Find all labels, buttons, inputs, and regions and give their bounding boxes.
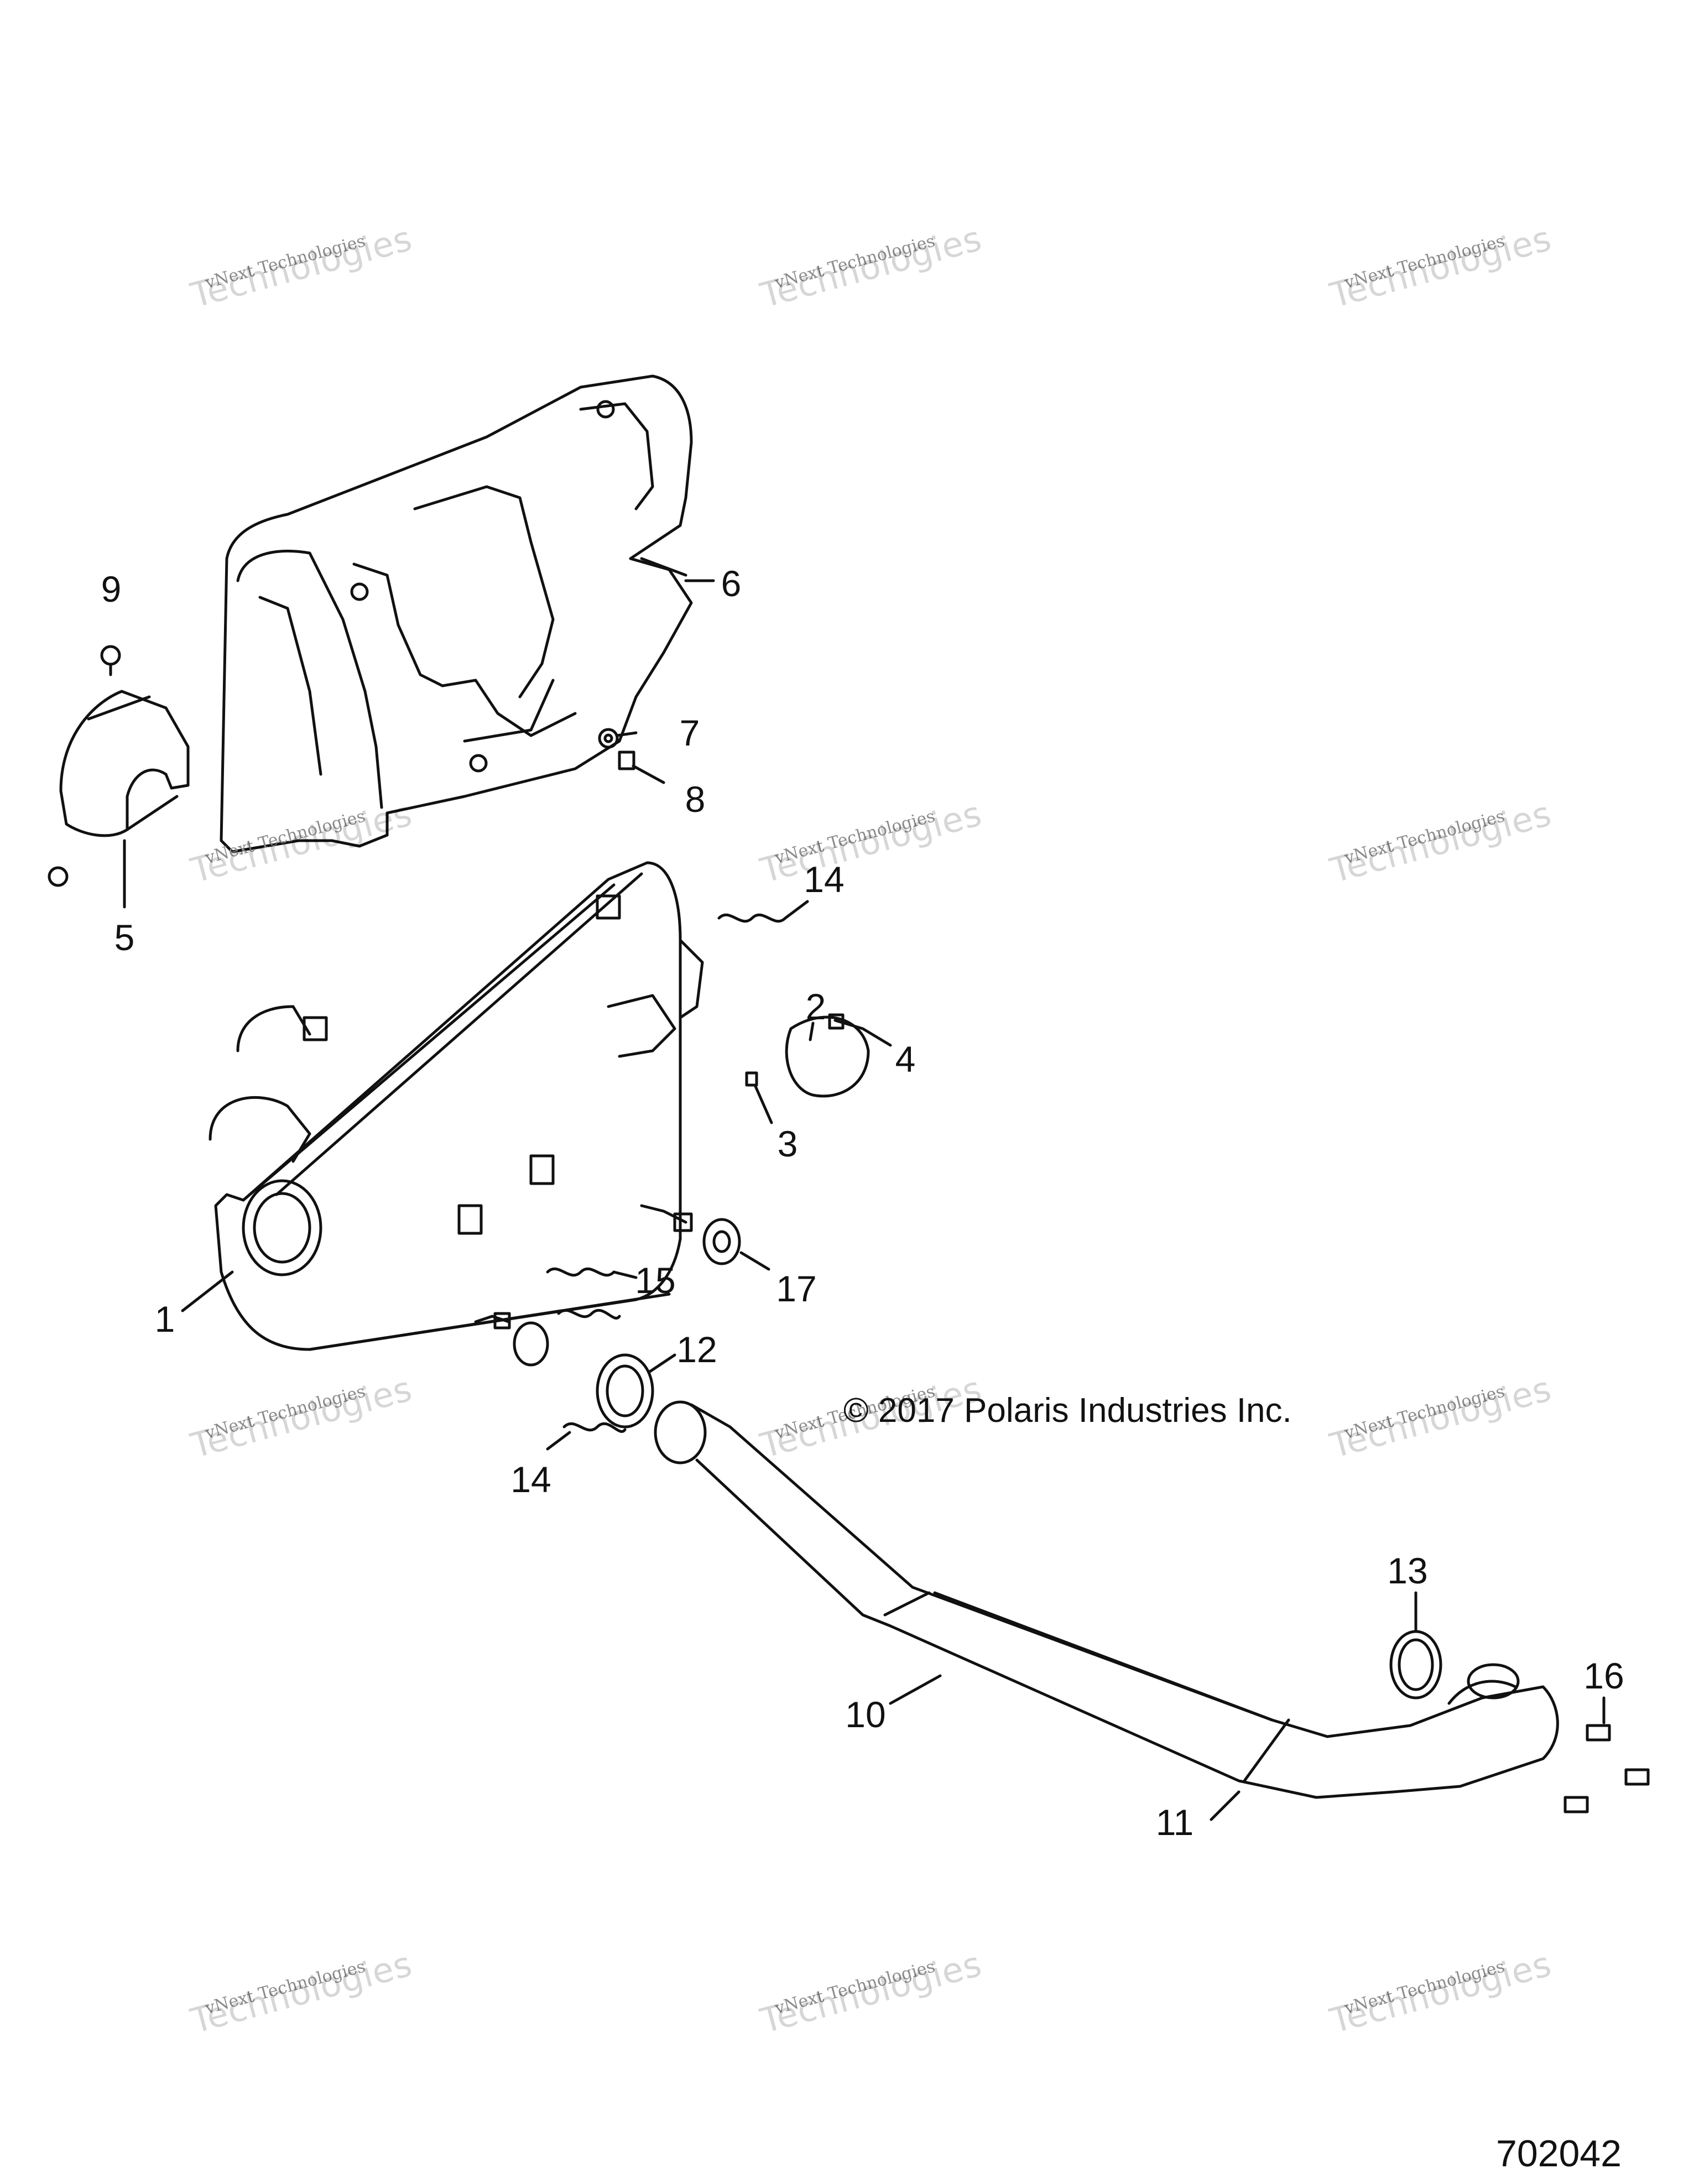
gasket-12: [596, 1353, 654, 1429]
bolt-16-a: [1586, 1724, 1611, 1742]
diagram-number: 702042: [1496, 2133, 1622, 2175]
callout-1: 1: [154, 1299, 175, 1339]
leader-1: [181, 1270, 234, 1312]
copyright-notice: © 2017 Polaris Industries Inc.: [843, 1391, 1292, 1430]
bolt-16-b: [1624, 1768, 1650, 1786]
callout-6: 6: [721, 563, 742, 604]
spring-14-top: [717, 913, 787, 923]
callout-10: 10: [845, 1694, 886, 1735]
callout-16: 16: [1583, 1655, 1624, 1696]
small-heat-shield: [59, 690, 190, 837]
grommet-left: [513, 1321, 549, 1367]
washer-7: [598, 728, 619, 749]
callout-14-bottom: 14: [510, 1459, 551, 1500]
heat-shield: [220, 374, 693, 853]
bolt-4: [833, 1019, 864, 1030]
callout-9: 9: [101, 569, 122, 609]
callout-3: 3: [777, 1123, 798, 1164]
muffler: [209, 861, 704, 1351]
bolt-16-c: [1564, 1796, 1589, 1813]
grommet-17: [702, 1218, 741, 1265]
leader-10: [889, 1674, 942, 1705]
exhaust-pipe: [654, 1400, 1559, 1799]
callout-13: 13: [1387, 1550, 1428, 1591]
callout-4: 4: [895, 1039, 916, 1080]
callout-14-top: 14: [804, 859, 845, 900]
spring-14-bottom: [562, 1422, 627, 1433]
callout-2: 2: [805, 986, 826, 1027]
callout-5: 5: [114, 917, 135, 958]
callout-8: 8: [685, 779, 706, 820]
leader-11: [1210, 1790, 1241, 1821]
callout-11: 11: [1155, 1802, 1194, 1843]
leader-2: [809, 1021, 815, 1041]
bolt-8: [618, 750, 635, 770]
leader-4: [861, 1027, 892, 1047]
outlet-cap: [785, 1015, 870, 1098]
callout-7: 7: [679, 712, 700, 753]
fastener-9: [100, 645, 121, 666]
spring-15: [546, 1267, 616, 1277]
stud-left: [474, 1315, 510, 1323]
spring-mid: [557, 1309, 621, 1320]
part-3: [745, 1071, 758, 1087]
callout-12: 12: [676, 1329, 717, 1370]
stud-right: [640, 1204, 687, 1224]
callout-15: 15: [635, 1260, 676, 1301]
callout-17: 17: [776, 1268, 817, 1309]
fastener-5-nut: [48, 866, 69, 887]
